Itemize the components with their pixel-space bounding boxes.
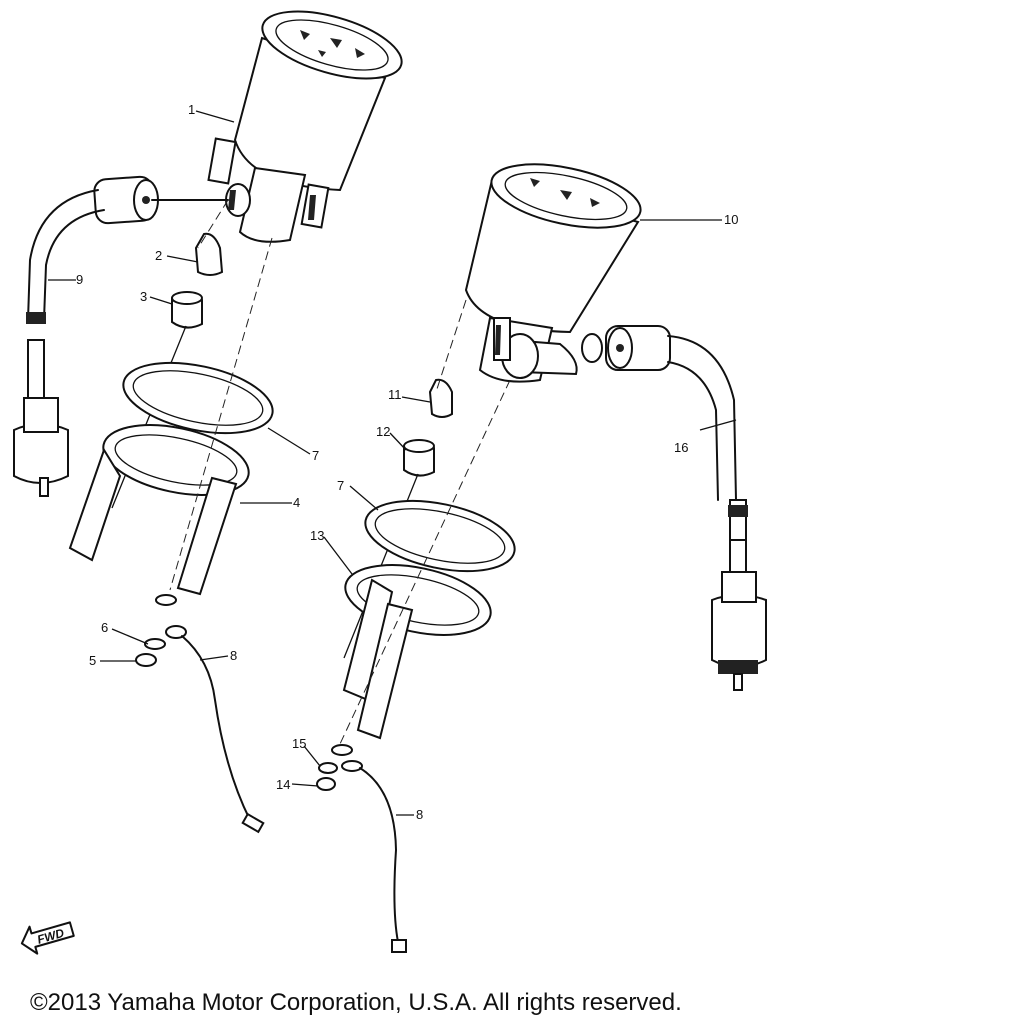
- washer-15: [318, 762, 338, 774]
- callout-7-left: 7: [312, 448, 319, 463]
- callout-8-left: 8: [230, 648, 237, 663]
- meter-10: [464, 163, 642, 383]
- lead-wire-8-left: [155, 594, 265, 834]
- nut-14: [316, 777, 336, 791]
- ring-7-right: [364, 499, 516, 573]
- callout-13: 13: [310, 528, 324, 543]
- callout-10: 10: [724, 212, 738, 227]
- cable-9: [13, 175, 229, 497]
- callout-numbers: 1 2 3 4 5 6 7 8 9 10 11 12 7 13 14 15 8 …: [76, 102, 738, 822]
- callout-1: 1: [188, 102, 195, 117]
- callout-12: 12: [376, 424, 390, 439]
- washer-6: [144, 638, 166, 650]
- callout-3: 3: [140, 289, 147, 304]
- fwd-label: FWD: [36, 926, 66, 947]
- callout-5: 5: [89, 653, 96, 668]
- cable-16: [605, 325, 767, 691]
- left-meter-assembly: [13, 10, 403, 834]
- callout-leaders: [48, 110, 737, 816]
- callout-11: 11: [388, 387, 402, 402]
- callout-4: 4: [293, 495, 300, 510]
- callout-15: 15: [292, 736, 306, 751]
- callout-9: 9: [76, 272, 83, 287]
- callout-6: 6: [101, 620, 108, 635]
- meter-1: [207, 10, 403, 243]
- callout-8-right: 8: [416, 807, 423, 822]
- bracket-4: [68, 424, 250, 596]
- bulb-socket-2: [194, 232, 224, 276]
- right-meter-assembly: [316, 163, 767, 953]
- holder-3: [171, 291, 203, 329]
- callout-2: 2: [155, 248, 162, 263]
- bulb-socket-11: [428, 378, 453, 418]
- callout-16: 16: [674, 440, 688, 455]
- nut-5: [135, 653, 157, 667]
- bracket-13: [342, 564, 492, 740]
- lead-wire-8-right: [331, 744, 407, 953]
- ring-7-left: [122, 361, 274, 435]
- fwd-arrow-icon: FWD: [20, 921, 75, 955]
- holder-12: [403, 439, 435, 477]
- copyright-notice: ©2013 Yamaha Motor Corporation, U.S.A. A…: [30, 989, 682, 1016]
- callout-14: 14: [276, 777, 290, 792]
- callout-7-right: 7: [337, 478, 344, 493]
